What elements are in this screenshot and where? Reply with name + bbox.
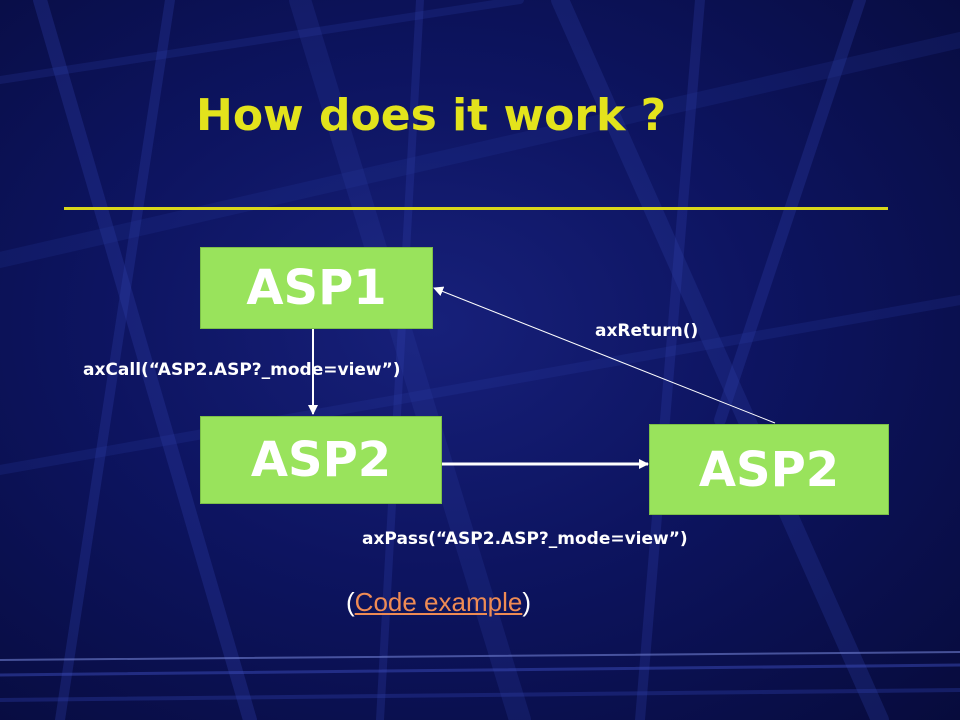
asp2-left-box: ASP2 xyxy=(200,416,442,504)
axcall-label: axCall(“ASP2.ASP?_mode=view”) xyxy=(83,360,401,380)
title-underline xyxy=(64,207,888,210)
slide-title: How does it work ? xyxy=(196,90,667,141)
asp2-right-label: ASP2 xyxy=(698,441,840,498)
close-paren: ) xyxy=(522,587,531,617)
asp1-box: ASP1 xyxy=(200,247,433,329)
axpass-label: axPass(“ASP2.ASP?_mode=view”) xyxy=(362,529,688,549)
asp2-left-label: ASP2 xyxy=(250,432,392,488)
open-paren: ( xyxy=(346,587,355,617)
asp1-label: ASP1 xyxy=(246,260,387,316)
asp2-right-box: ASP2 xyxy=(649,424,889,515)
code-example-line: (Code example) xyxy=(346,587,531,618)
axreturn-label: axReturn() xyxy=(595,321,699,341)
return-arrow xyxy=(433,286,776,424)
code-example-link[interactable]: Code example xyxy=(354,587,523,617)
